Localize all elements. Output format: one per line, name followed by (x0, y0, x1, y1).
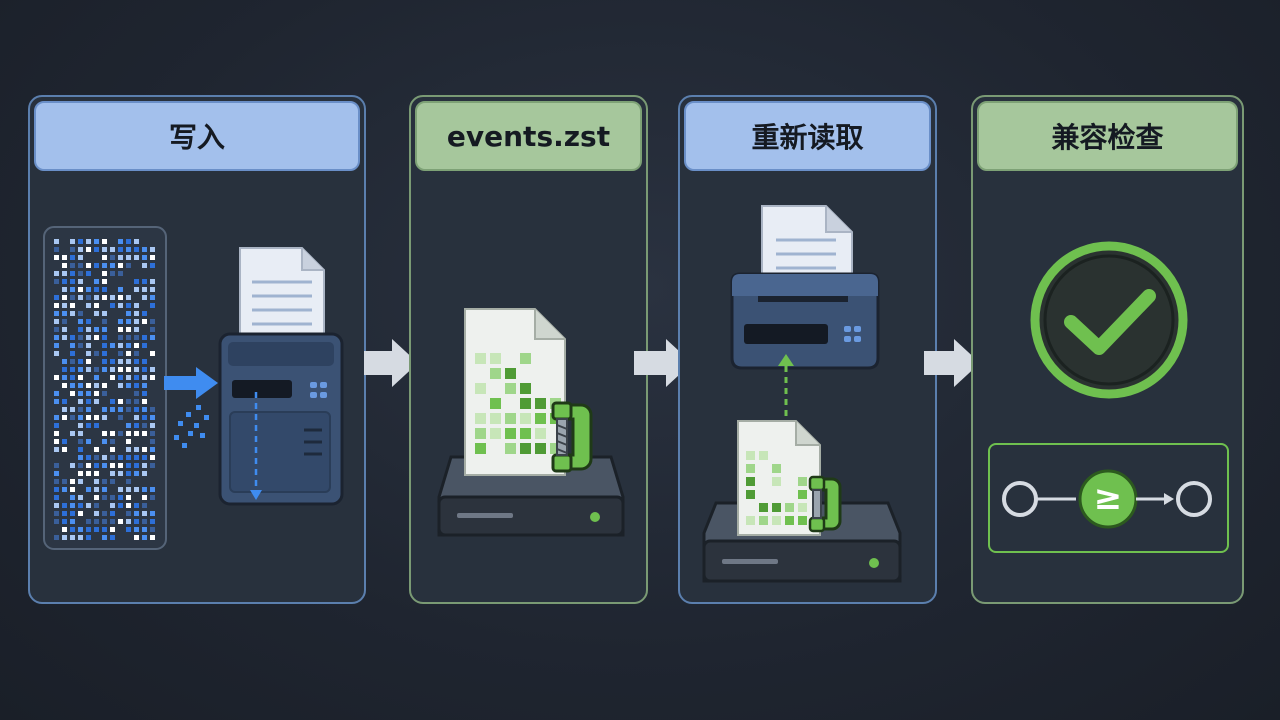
reader-icon (730, 205, 880, 420)
data-grid-icon (43, 226, 167, 550)
printer-icon (218, 247, 344, 506)
stage-compat-panel: 兼容检查 ≥ (971, 95, 1244, 604)
compat-flow-box: ≥ (988, 443, 1229, 553)
check-icon (1030, 241, 1188, 399)
stage-compat-title: 兼容检查 (1051, 121, 1164, 154)
stage-file-title: events.zst (446, 119, 611, 153)
flow-arrow-2 (634, 339, 692, 387)
stage-file-panel: events.zst (409, 95, 648, 604)
stage-reread-panel: 重新读取 (678, 95, 937, 604)
stage-write-header: 写入 (34, 101, 360, 171)
compat-symbol: ≥ (1093, 478, 1123, 518)
flow-arrow-1 (364, 339, 418, 387)
compat-flow-icon (1002, 469, 1212, 529)
stage-write-title: 写入 (168, 121, 225, 154)
stage-compat-header: 兼容检查 (977, 101, 1238, 171)
stage-reread-header: 重新读取 (684, 101, 931, 171)
clamp-icon (551, 401, 593, 473)
stage-write-panel: 写入 (28, 95, 366, 604)
stage-file-header: events.zst (415, 101, 642, 171)
write-arrow-icon (164, 367, 218, 399)
data-particles (174, 405, 209, 448)
compressed-file-icon (437, 308, 625, 537)
flow-arrow-3 (924, 339, 980, 387)
stored-file-icon (702, 420, 902, 583)
stage-reread-title: 重新读取 (751, 121, 864, 154)
